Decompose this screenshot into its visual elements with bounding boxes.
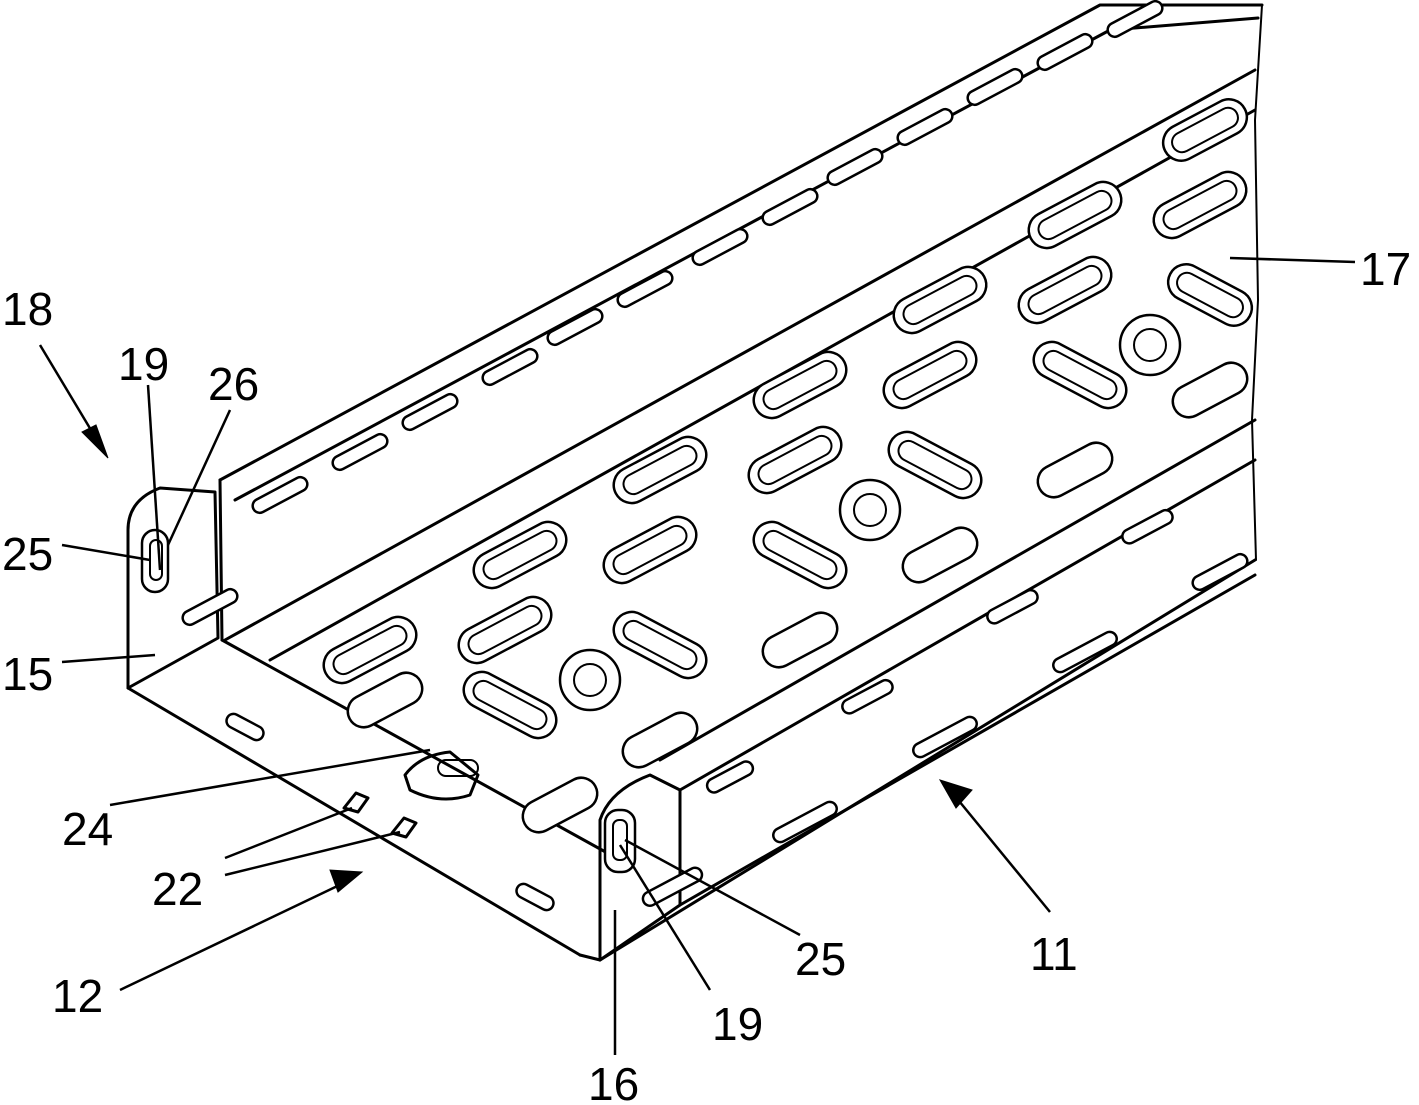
base-edge-slot [224, 711, 266, 742]
wall-slot [1120, 508, 1175, 546]
floor-slot [1027, 336, 1132, 415]
wall-slot [825, 147, 885, 188]
floor-slot [1012, 251, 1117, 330]
wall-slot [690, 227, 750, 268]
label-16: 16 [588, 1058, 639, 1105]
floor-round-hole [840, 480, 900, 540]
label-18: 18 [2, 283, 53, 335]
floor-slot [747, 516, 852, 595]
left-wall-bottom-edge [225, 70, 1255, 640]
wall-slot [180, 587, 240, 628]
label-22: 22 [152, 863, 203, 915]
floor-round-hole [560, 650, 620, 710]
floor-slot [1032, 437, 1118, 503]
wall-slot [1051, 629, 1119, 674]
label-12: 12 [52, 970, 103, 1022]
label-26: 26 [208, 358, 259, 410]
wall-slot [250, 475, 310, 516]
floor-slot [607, 606, 712, 685]
wall-slot [895, 107, 955, 148]
floor-slot [887, 261, 992, 340]
wall-slot [400, 392, 460, 433]
wall-slot [1190, 552, 1250, 593]
floor-round-hole [1120, 315, 1180, 375]
leader-22-a [225, 808, 352, 858]
leader-22-b [225, 832, 400, 875]
label-19-right: 19 [712, 998, 763, 1050]
floor-slot [617, 707, 703, 773]
leader-17 [1230, 258, 1355, 262]
wall-slot [771, 799, 839, 844]
break-line [1252, 5, 1262, 560]
right-end-corner [580, 955, 600, 960]
floor-slot [1157, 93, 1253, 167]
floor-slot [747, 346, 852, 425]
floor-slot [877, 336, 982, 415]
label-25-right: 25 [795, 933, 846, 985]
wall-slot [705, 759, 756, 795]
floor-slot [457, 666, 562, 745]
arrowhead-12 [330, 870, 362, 892]
floor-slot [882, 426, 987, 505]
floor-slot [1022, 176, 1127, 255]
floor-slot [897, 522, 983, 588]
leader-11 [950, 790, 1050, 912]
label-15: 15 [2, 648, 53, 700]
floor-slot [1167, 357, 1253, 423]
label-11: 11 [1030, 928, 1078, 980]
label-19-left: 19 [118, 338, 169, 390]
floor-slot [597, 511, 702, 590]
wall-slot [760, 187, 820, 228]
leader-25-left [62, 545, 150, 560]
wall-slot [330, 432, 390, 473]
wall-slot [1035, 32, 1095, 73]
left-end-flange [128, 488, 218, 688]
label-25-left: 25 [2, 528, 53, 580]
floor-slot [467, 516, 572, 595]
left-wall-top-inner-edge [235, 18, 1258, 500]
label-17: 17 [1360, 243, 1411, 295]
arrowhead-18 [82, 425, 108, 458]
floor-slot [742, 421, 847, 500]
base-edge-slot [514, 881, 556, 912]
floor-slot [1147, 166, 1252, 245]
arrowhead-11 [940, 780, 972, 808]
floor-slot [452, 591, 557, 670]
right-wall-bottom-edge [600, 560, 1255, 960]
wall-slot [615, 269, 675, 310]
leader-24 [110, 750, 430, 805]
floor-slot [1162, 258, 1258, 332]
label-24: 24 [62, 803, 113, 855]
left-wall-front-edge [220, 480, 222, 640]
leader-15 [62, 655, 155, 662]
wall-slot [985, 588, 1040, 626]
